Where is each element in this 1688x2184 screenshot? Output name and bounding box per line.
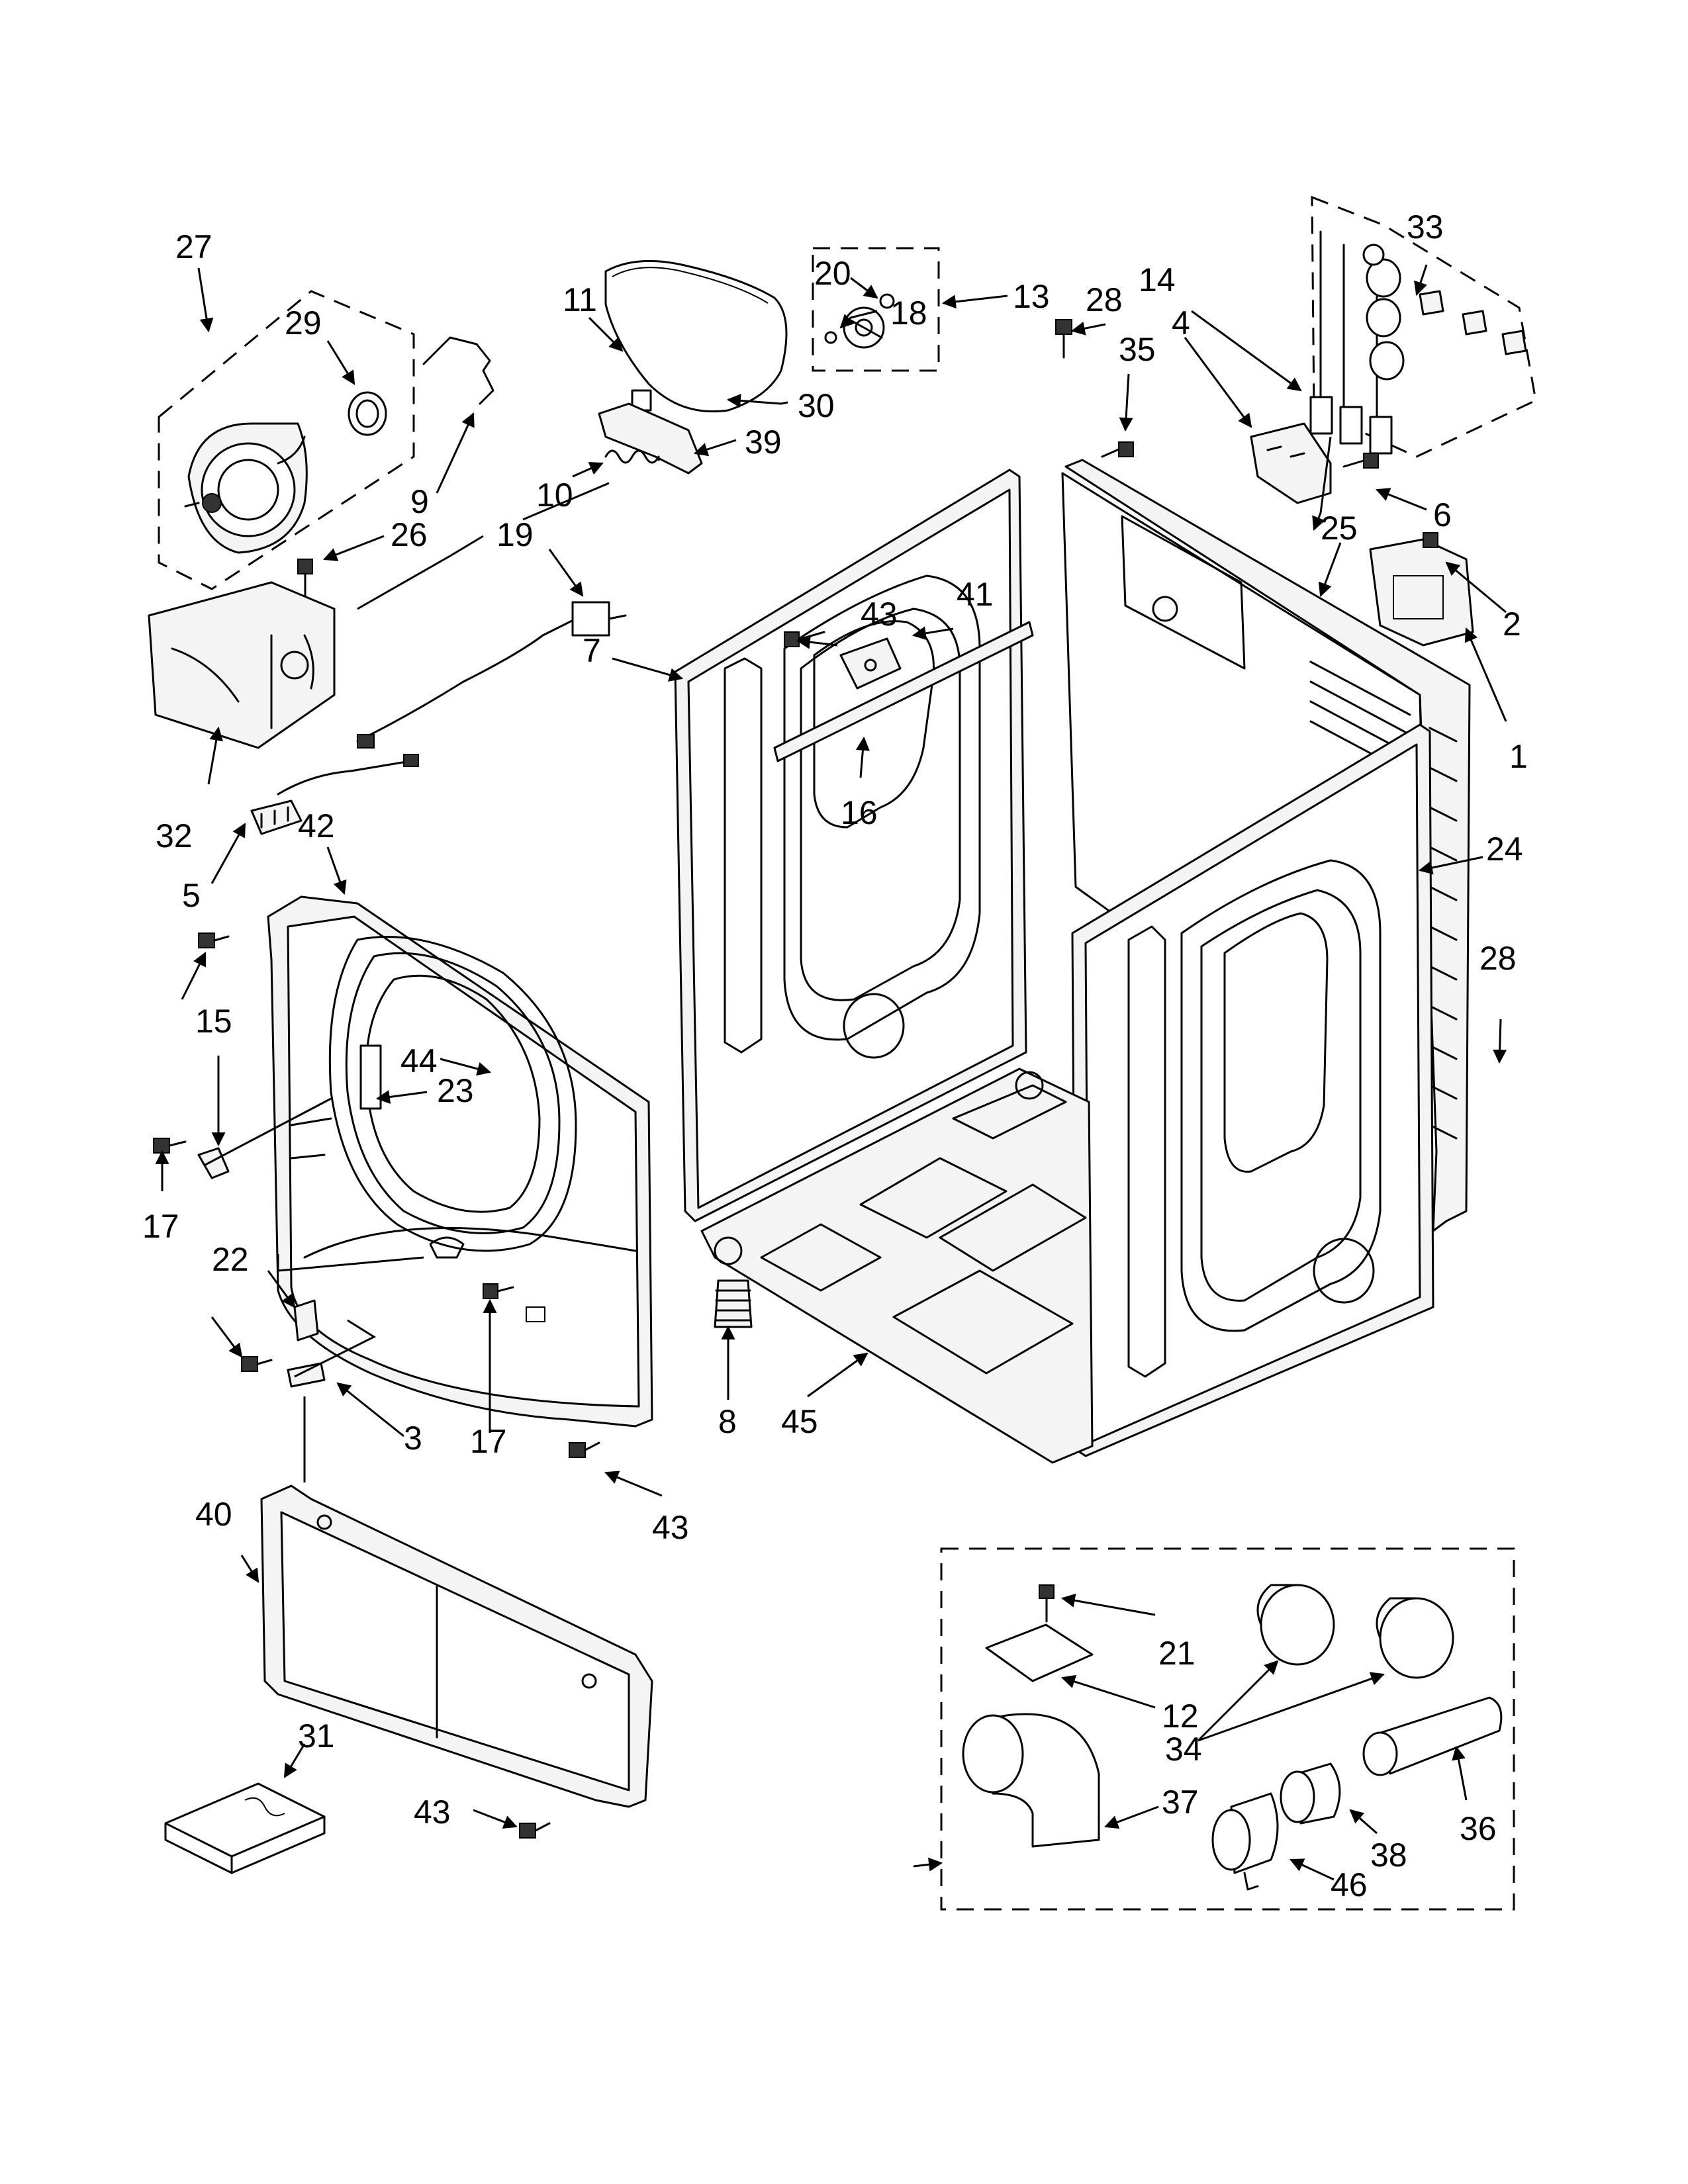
callout-41: 41 [957, 576, 994, 613]
callout-37: 38 [1370, 1837, 1407, 1874]
exhaust-hood-1 [1256, 1584, 1335, 1666]
callout-20: 20 [814, 255, 851, 292]
callout-44: 44 [400, 1042, 438, 1079]
callout-39: 39 [745, 424, 782, 461]
callout-12: 34 [1165, 1731, 1202, 1768]
toe-panel [260, 1484, 653, 1808]
callout-9: 9 [410, 483, 429, 520]
callout-8: 8 [718, 1403, 737, 1440]
callout-4: 4 [1172, 304, 1190, 341]
callout-19: 19 [496, 516, 534, 553]
idler-arm [598, 402, 703, 475]
callout-33: 33 [1407, 208, 1444, 246]
callout-2: 2 [1503, 606, 1521, 643]
motor-mount-screw [297, 559, 313, 597]
callout-11: 11 [563, 281, 597, 318]
exhaust-clamp [1211, 1792, 1279, 1891]
callout-43: 43 [652, 1509, 689, 1546]
literature-booklet [164, 1782, 326, 1874]
control-mounting-plate [773, 621, 1034, 762]
motor-clamp-ring [348, 391, 387, 436]
wire-connectors [1419, 290, 1527, 355]
callout-36: 46 [1331, 1866, 1368, 1903]
callout-42: 42 [298, 807, 335, 844]
cabinet-top-screws [1055, 319, 1134, 458]
callout-24: 24 [1486, 831, 1523, 868]
thermal-fuse-kit [1309, 230, 1405, 455]
callout-7: 7 [583, 632, 601, 669]
door-switch [197, 1147, 230, 1179]
callout-34: 37 [1162, 1784, 1199, 1821]
motor-spring-clip [422, 336, 494, 405]
callout-17: 17 [470, 1423, 507, 1460]
leader-lines [155, 264, 1507, 1881]
cabinet-front-panel [267, 895, 653, 1428]
leveling-leg [714, 1279, 753, 1328]
exhaust-hood-2 [1376, 1597, 1454, 1679]
callout-17: 17 [142, 1208, 179, 1245]
callout-10: 10 [536, 477, 573, 514]
control-bracket [1369, 538, 1474, 647]
door-catch [287, 1362, 326, 1388]
callout-28: 28 [1086, 281, 1123, 318]
thermal-cutoff [839, 637, 902, 690]
drum-roller [824, 293, 895, 349]
idler-spring [604, 449, 660, 464]
callout-13: 13 [1013, 278, 1050, 315]
bracket-screw [1342, 453, 1379, 469]
callout-31: 31 [298, 1717, 335, 1754]
callout-14: 14 [1139, 261, 1176, 298]
callout-35: 35 [1119, 331, 1156, 368]
callout-23: 23 [437, 1072, 474, 1109]
callout-32: 32 [156, 817, 193, 854]
callout-15: 15 [195, 1003, 232, 1040]
callout-29: 29 [285, 304, 322, 341]
wire-harness [277, 601, 627, 796]
callout-3: 3 [404, 1420, 422, 1457]
cabinet-right-side-panel [1071, 723, 1434, 1457]
callout-6: 6 [1433, 496, 1452, 533]
callout-40: 40 [195, 1496, 232, 1533]
callout-5: 5 [182, 877, 201, 914]
callout-38: 36 [1460, 1810, 1497, 1847]
drive-motor [184, 422, 308, 554]
callout-21: 12 [1162, 1698, 1199, 1735]
exhaust-pipe [1362, 1696, 1503, 1776]
callout-labels: 27 29 9 26 19 32 5 42 11 10 39 30 20 18 … [142, 208, 1528, 1903]
terminal-block [250, 799, 303, 835]
callout-22: 22 [212, 1241, 249, 1278]
callout-18: 18 [890, 295, 927, 332]
exhaust-elbow [962, 1713, 1100, 1848]
callout-16: 16 [841, 794, 878, 831]
callout-25: 25 [1321, 510, 1358, 547]
door-strike [293, 1299, 319, 1342]
callout-28: 28 [1479, 940, 1517, 977]
callout-45: 45 [781, 1403, 818, 1440]
drive-belt [604, 259, 788, 413]
group-boxes [158, 195, 1537, 1911]
cover-plate [985, 1584, 1094, 1682]
callout-43: 21 [1158, 1635, 1196, 1672]
callout-1: 1 [1509, 738, 1528, 775]
callout-30: 30 [798, 387, 835, 424]
bracket-screw-2 [1423, 532, 1438, 548]
callout-26: 26 [391, 516, 428, 553]
callout-27: 27 [175, 228, 212, 265]
front-panel-screws [153, 933, 600, 1458]
toe-panel-screw [519, 1822, 551, 1839]
exhaust-coupler [1280, 1762, 1341, 1825]
terminal-bracket [1250, 422, 1332, 504]
callout-43: 43 [414, 1794, 451, 1831]
cabinet-base [700, 1068, 1094, 1464]
motor-mount-bracket [148, 581, 336, 749]
callout-43: 43 [861, 596, 898, 633]
